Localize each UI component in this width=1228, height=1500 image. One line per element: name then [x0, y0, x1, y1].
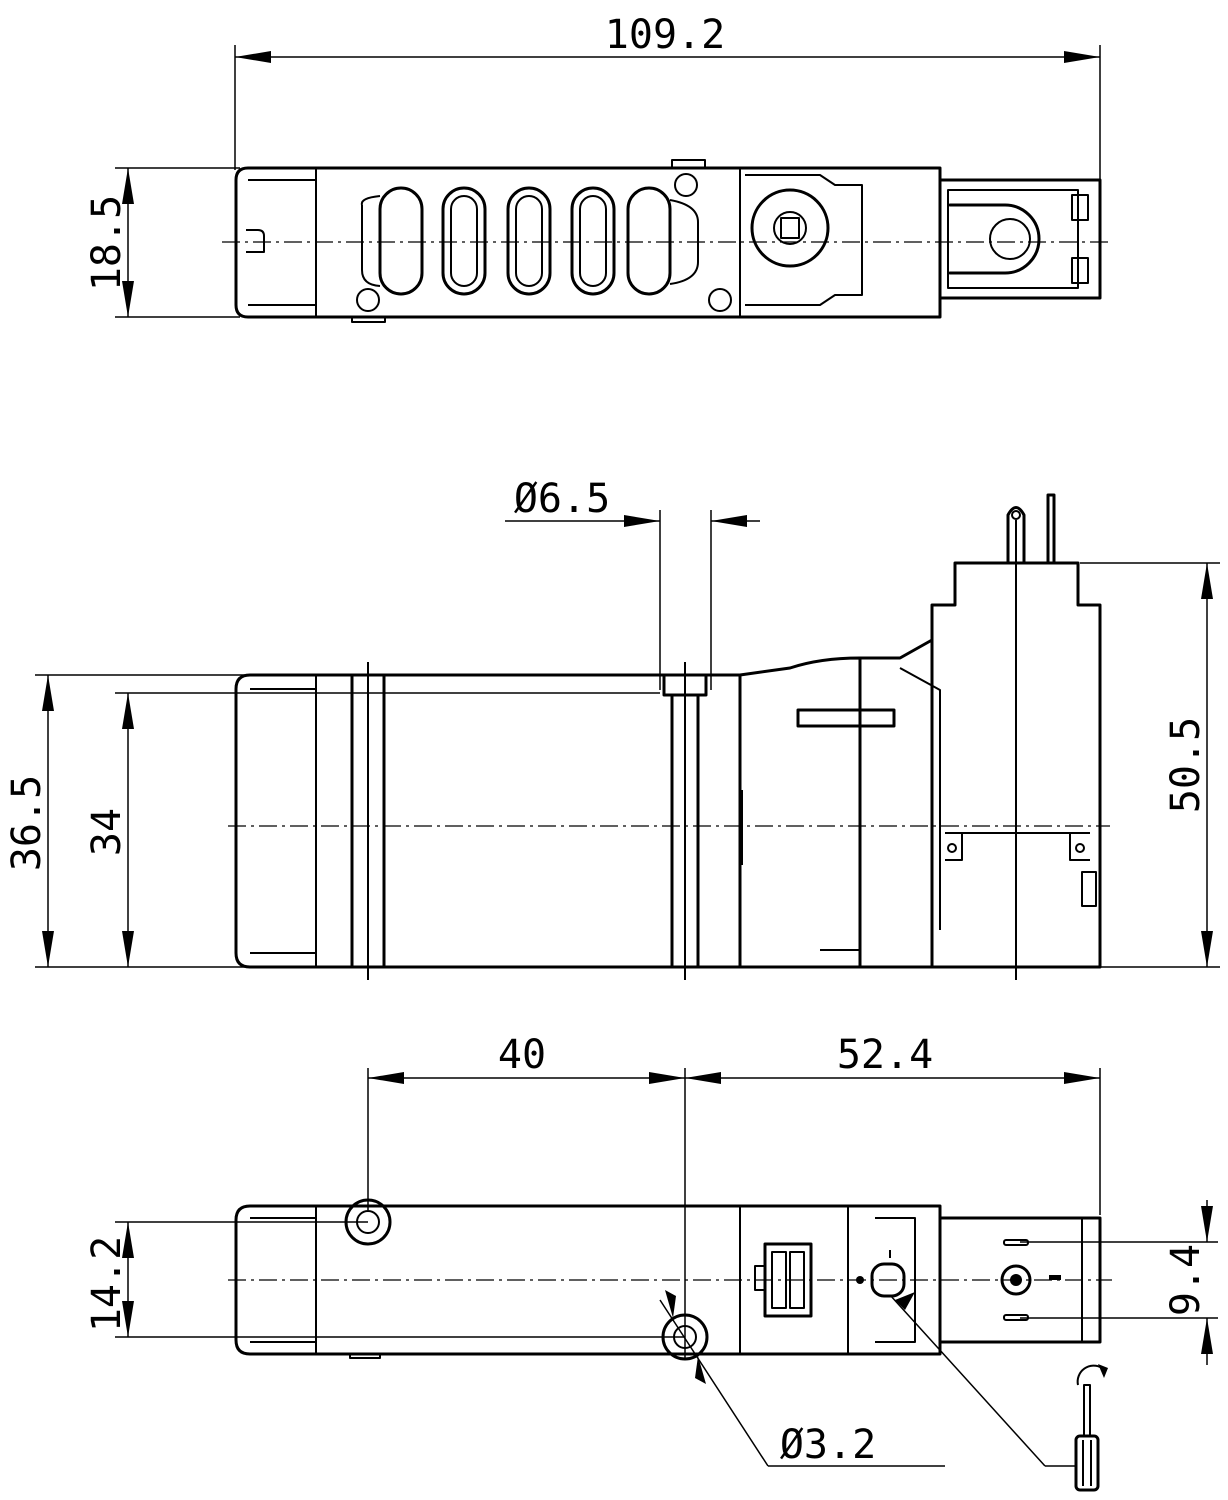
dim-overall-length: 109.2: [605, 12, 725, 58]
port-slots: [360, 186, 699, 296]
screwdriver-icon: [1074, 1384, 1100, 1492]
rotate-arrow-icon: [1076, 1364, 1108, 1386]
dim-connector-spacing: 9.4: [1163, 1244, 1209, 1316]
dim-hole-offset: 14.2: [84, 1236, 130, 1332]
dim-hole-to-end: 52.4: [837, 1032, 933, 1078]
side-view: Ø6.5 36.5 34 50.5: [4, 476, 1220, 980]
dim-body-height-inner: 34: [84, 808, 130, 856]
dim-port-diameter: Ø6.5: [514, 476, 610, 522]
dim-mount-hole-diameter: Ø3.2: [780, 1422, 876, 1468]
top-view: 109.2 18.5: [84, 12, 1112, 323]
dim-body-height-outer: 36.5: [4, 775, 50, 871]
bottom-view: 40 52.4 14.2 9.4 Ø3.2: [84, 1032, 1218, 1492]
dim-width: 18.5: [84, 195, 130, 291]
dim-total-height: 50.5: [1163, 717, 1209, 813]
dim-hole-spacing: 40: [498, 1032, 546, 1078]
